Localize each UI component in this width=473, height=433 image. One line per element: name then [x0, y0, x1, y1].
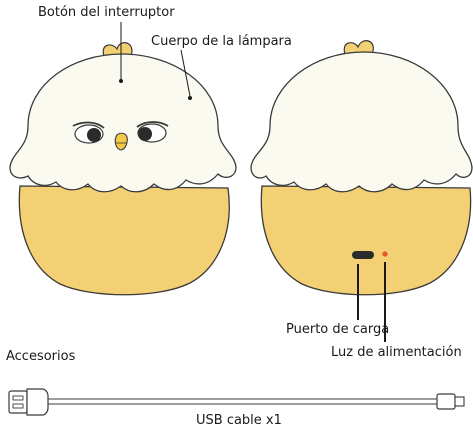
front-right-eye [136, 121, 169, 143]
back-lamp [250, 40, 473, 342]
front-left-eye [72, 121, 105, 144]
front-crest [102, 42, 133, 57]
lamp-body-label: Cuerpo de la lámpara [151, 34, 292, 49]
switch-button-label: Botón del interruptor [38, 5, 175, 20]
micro-usb-plug [436, 393, 456, 410]
body-leader [180, 49, 191, 97]
accessories-heading: Accesorios [6, 349, 76, 364]
front-lamp [9, 22, 237, 296]
back-head [250, 51, 473, 193]
usb-a-plug [8, 390, 28, 414]
front-shell [18, 185, 230, 296]
charging-port-label: Puerto de carga [286, 322, 390, 337]
power-light-label: Luz de alimentación [331, 345, 462, 360]
charging-port [352, 251, 374, 259]
power-led [382, 251, 388, 257]
back-shell [260, 185, 472, 296]
front-beak [114, 132, 128, 151]
usb-cable-label: USB cable x1 [196, 413, 282, 428]
usb-cable [8, 388, 465, 416]
front-head [9, 53, 237, 193]
back-crest [343, 40, 374, 55]
